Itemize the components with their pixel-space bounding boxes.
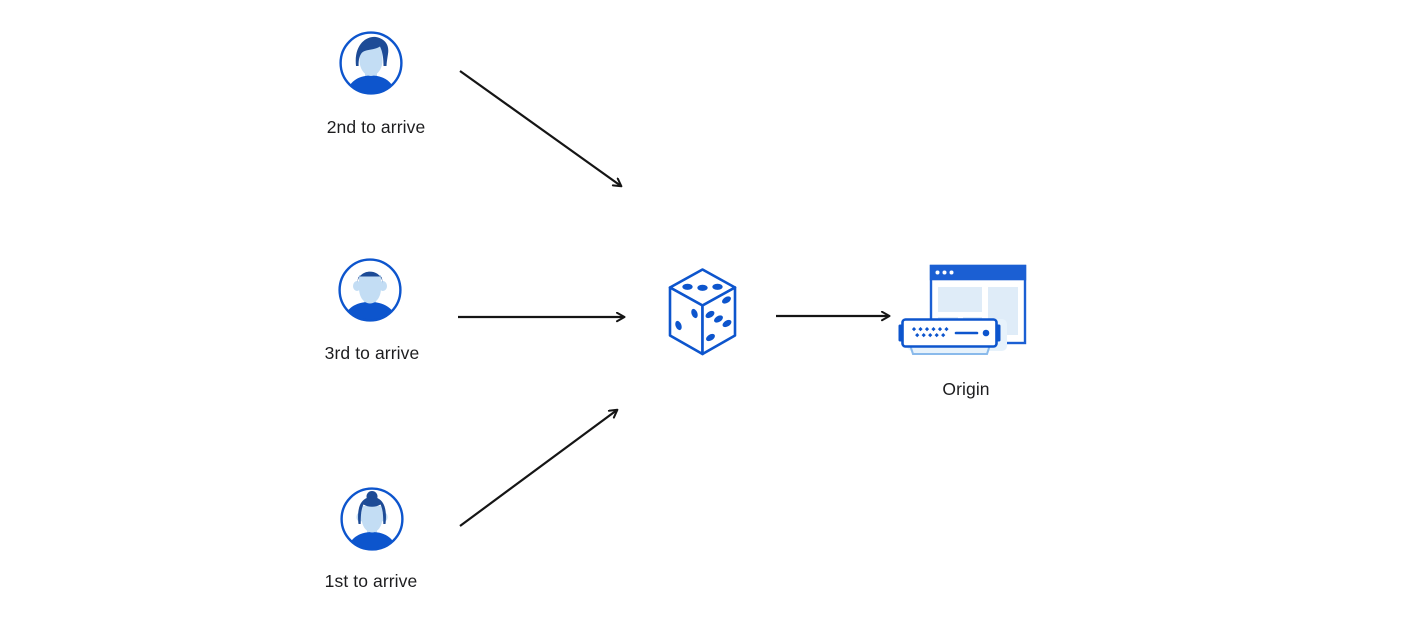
arrow-visitor-first-to-dice	[459, 410, 617, 527]
label-visitor-second: 2nd to arrive	[326, 117, 426, 137]
origin-server-browser-icon	[898, 264, 1027, 355]
arrow-visitor-second-to-dice	[459, 70, 621, 186]
dice-icon	[668, 268, 737, 356]
label-visitor-third: 3rd to arrive	[324, 343, 420, 363]
node-visitor-third: 3rd to arrive	[325, 257, 419, 363]
label-origin: Origin	[942, 379, 990, 399]
avatar-man-swoosh-hair-icon	[339, 31, 403, 95]
avatar-man-flattop-hair-icon	[338, 258, 402, 322]
avatar-woman-bun-icon	[340, 487, 404, 551]
node-visitor-first: 1st to arrive	[325, 486, 417, 591]
label-visitor-first: 1st to arrive	[324, 571, 418, 591]
node-origin: Origin	[893, 258, 1033, 399]
node-randomizer	[667, 267, 738, 357]
node-visitor-second: 2nd to arrive	[327, 30, 425, 137]
